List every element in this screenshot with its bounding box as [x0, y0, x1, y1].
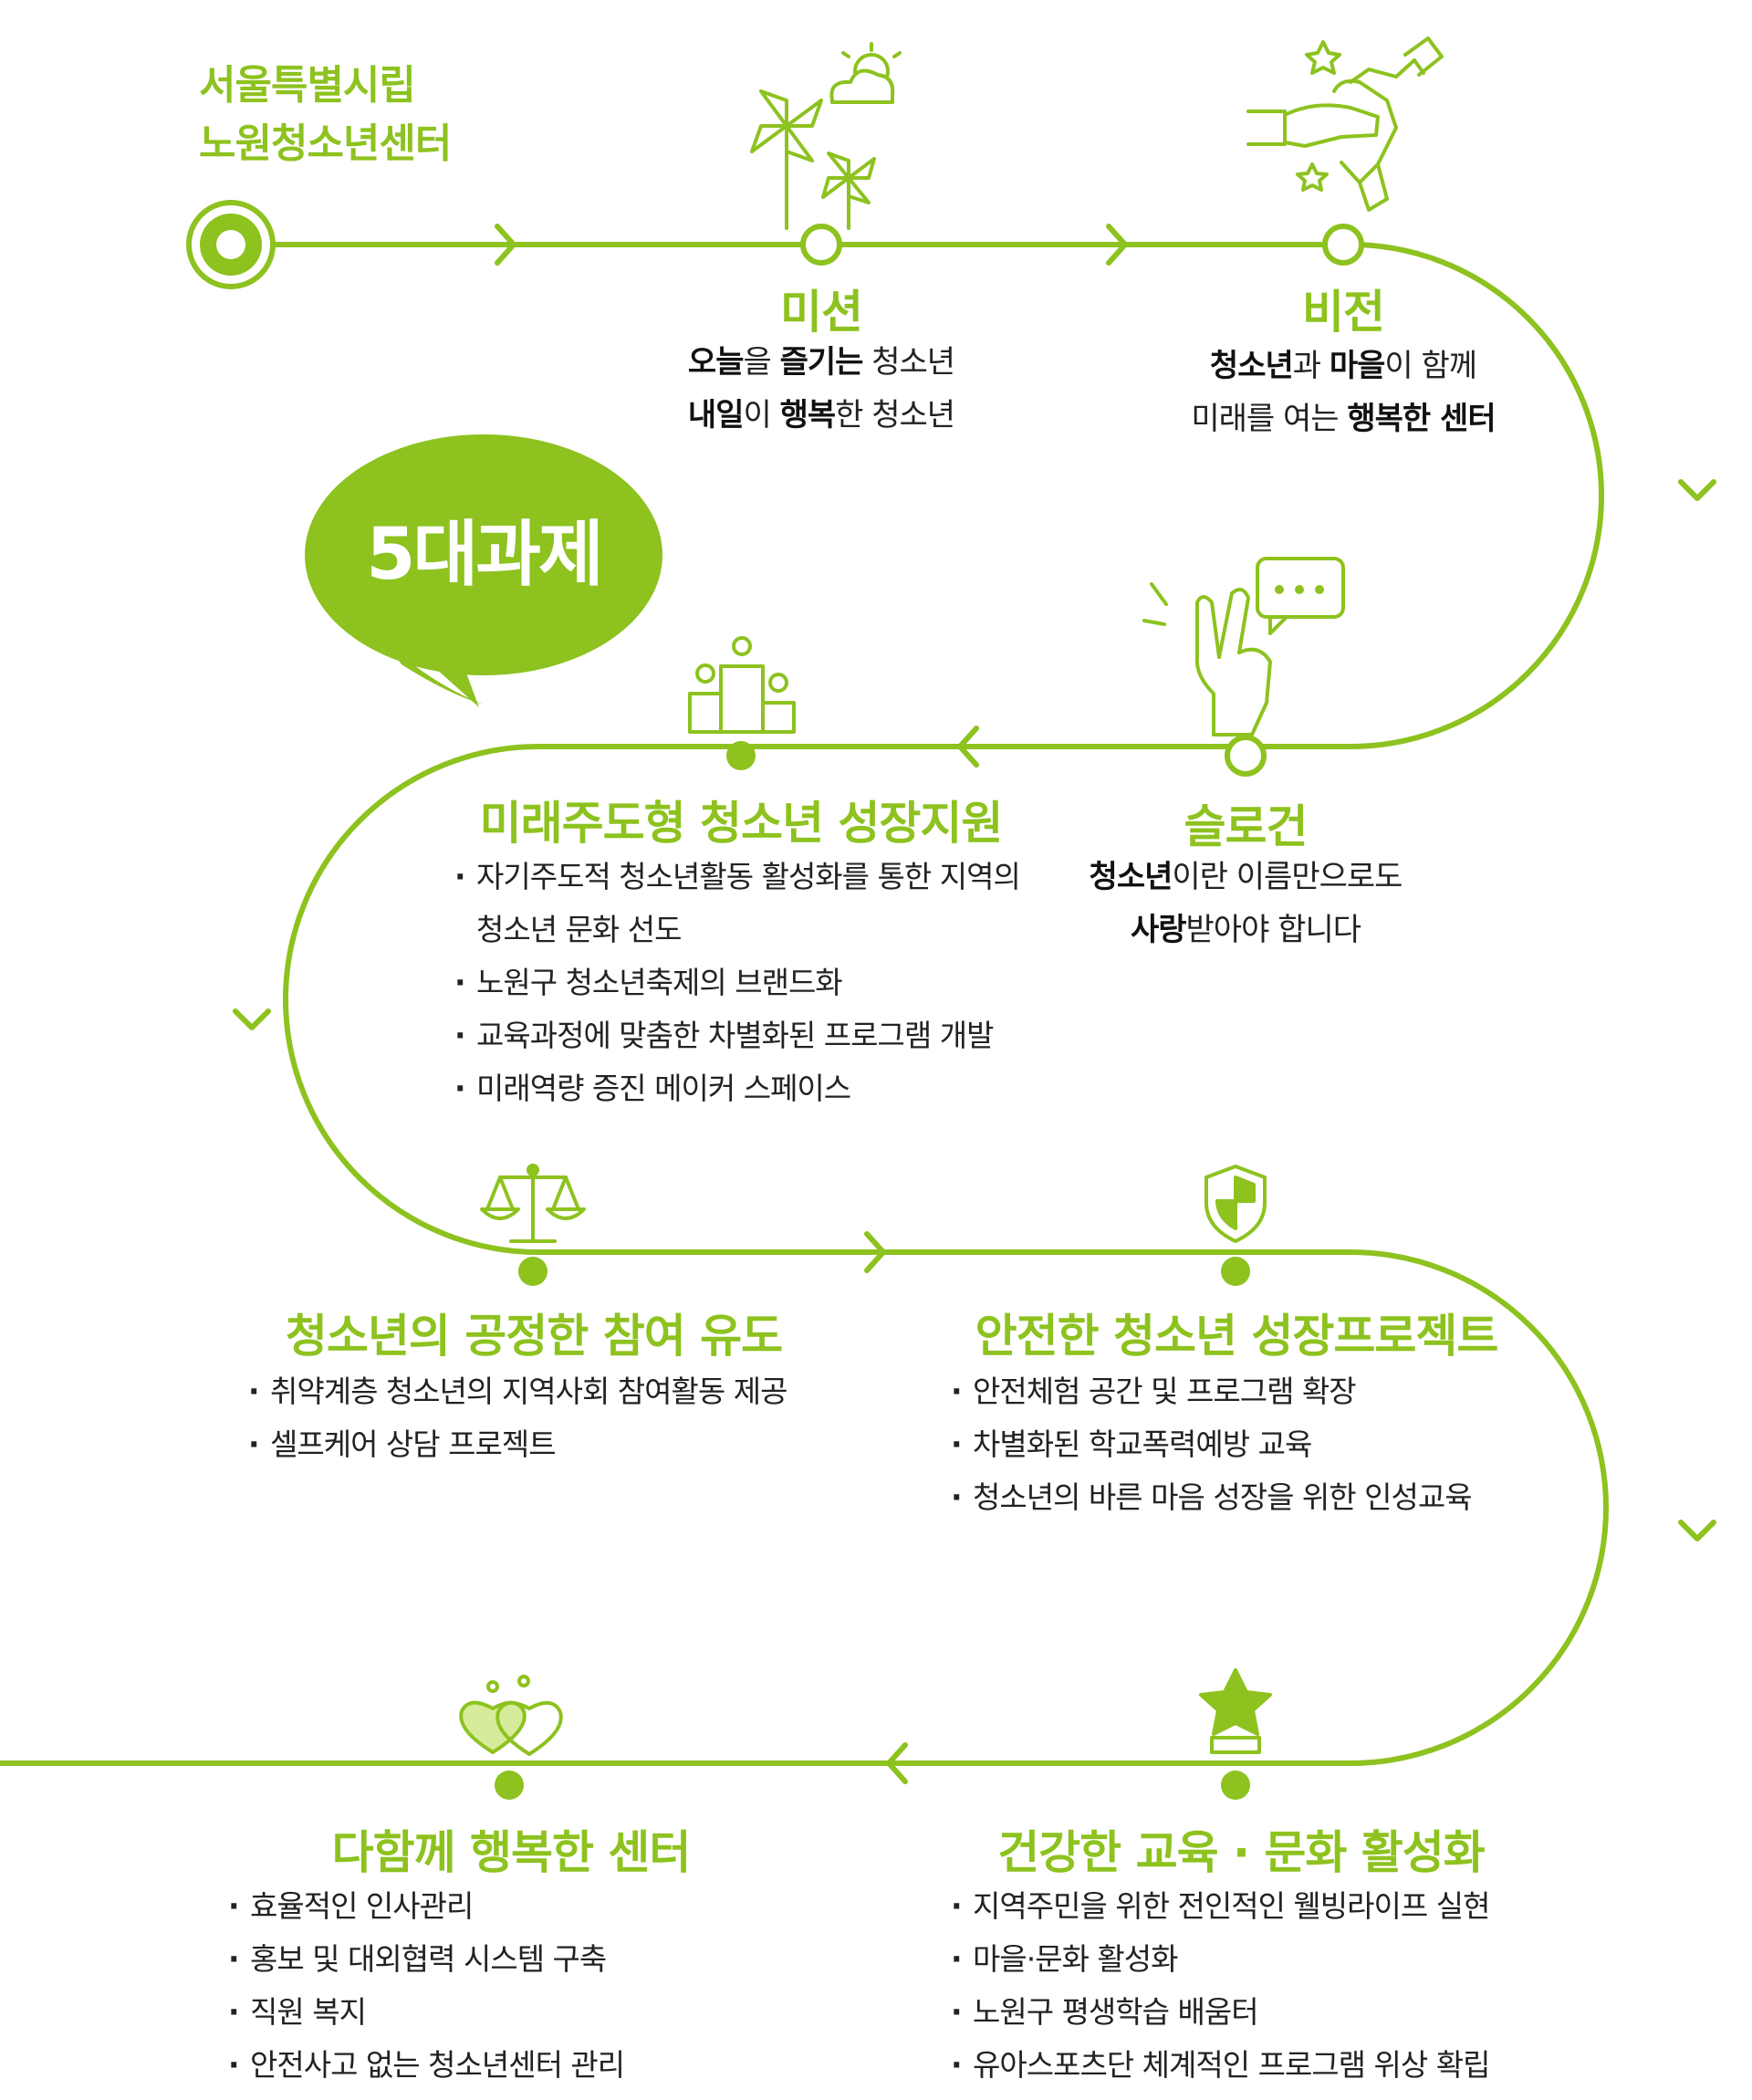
arrow-right-2 — [1106, 224, 1128, 266]
slogan-title: 슬로건 — [1184, 800, 1309, 853]
podium-icon — [688, 636, 796, 734]
start-node — [186, 200, 276, 289]
arrow-right-3 — [864, 1231, 886, 1273]
vision-body: 청소년과 마을이 함께 미래를 여는 행복한 센터 — [1152, 340, 1535, 445]
slogan-body: 청소년이란 이름만으로도 사랑받아야 합니다 — [1063, 851, 1428, 956]
list-item: 노원구 평생학습 배움터 — [949, 1986, 1588, 2039]
together-node — [495, 1771, 524, 1800]
list-item: 노원구 청소년축제의 브랜드화 — [453, 956, 1037, 1009]
joined-hands-icon — [1246, 37, 1444, 212]
list-item: 자기주도적 청소년활동 활성화를 통한 지역의 청소년 문화 선도 — [453, 851, 1037, 956]
organization-name-line2: 노원청소년센터 — [199, 120, 452, 167]
list-item: 홍보 및 대외협력 시스템 구축 — [226, 1933, 737, 1986]
list-item: 취약계층 청소년의 지역사회 참여활동 제공 — [246, 1365, 830, 1418]
health-list: 지역주민을 위한 전인적인 웰빙라이프 실현 마을·문화 활성화 노원구 평생학… — [949, 1880, 1588, 2092]
v-sign-speech-icon — [1142, 557, 1345, 737]
future-list: 자기주도적 청소년활동 활성화를 통한 지역의 청소년 문화 선도 노원구 청소… — [453, 851, 1037, 1115]
shield-icon — [1204, 1165, 1267, 1243]
list-item: 셀프케어 상담 프로젝트 — [246, 1418, 830, 1471]
together-list: 효율적인 인사관리 홍보 및 대외협력 시스템 구축 직원 복지 안전사고 없는… — [226, 1880, 737, 2092]
arrow-down-1 — [1678, 479, 1716, 501]
fair-title: 청소년의 공정한 참여 유도 — [285, 1310, 783, 1363]
organization-name-line1: 서울특별시립 — [199, 62, 416, 109]
list-item: 안전사고 없는 청소년센터 관리 — [226, 2039, 737, 2092]
slogan-node — [1225, 735, 1267, 777]
fair-node — [518, 1257, 548, 1286]
fair-list: 취약계층 청소년의 지역사회 참여활동 제공 셀프케어 상담 프로젝트 — [246, 1365, 830, 1471]
list-item: 지역주민을 위한 전인적인 웰빙라이프 실현 — [949, 1880, 1588, 1933]
pinwheel-sun-icon — [750, 42, 902, 230]
mission-title: 미션 — [780, 286, 863, 339]
list-item: 미래역량 증진 메이커 스페이스 — [453, 1062, 1037, 1115]
five-tasks-label: 5대과제 — [366, 514, 604, 596]
future-node — [726, 741, 756, 770]
safe-title: 안전한 청소년 성장프로젝트 — [975, 1310, 1499, 1363]
together-title: 다함께 행복한 센터 — [331, 1826, 692, 1879]
mission-body: 오늘을 즐기는 청소년 내일이 행복한 청소년 — [639, 336, 1004, 442]
mission-line-2: 내일이 행복한 청소년 — [687, 397, 955, 434]
vision-line-2: 미래를 여는 행복한 센터 — [1191, 401, 1496, 437]
arrow-down-3 — [1678, 1520, 1716, 1541]
vision-title: 비전 — [1302, 286, 1385, 339]
list-item: 차별화된 학교폭력예방 교육 — [949, 1418, 1533, 1471]
vision-line-1: 청소년과 마을이 함께 — [1209, 348, 1477, 384]
future-title: 미래주도형 청소년 성장지원 — [479, 797, 1004, 850]
health-node — [1221, 1771, 1250, 1800]
list-item: 효율적인 인사관리 — [226, 1880, 737, 1933]
star-trophy-icon — [1199, 1668, 1272, 1754]
list-item: 직원 복지 — [226, 1986, 737, 2039]
mission-line-1: 오늘을 즐기는 청소년 — [687, 344, 955, 381]
arrow-left-2 — [886, 1742, 908, 1784]
vision-node — [1322, 224, 1364, 266]
balance-scale-icon — [480, 1164, 586, 1243]
list-item: 청소년의 바른 마음 성장을 위한 인성교육 — [949, 1471, 1533, 1524]
mission-node — [800, 224, 842, 266]
list-item: 교육과정에 맞춤한 차별화된 프로그램 개발 — [453, 1009, 1037, 1062]
five-tasks-bubble — [305, 434, 662, 707]
twin-hearts-icon — [459, 1675, 563, 1756]
slogan-line-1: 청소년이란 이름만으로도 — [1089, 859, 1403, 895]
arrow-right-1 — [495, 224, 516, 266]
safe-node — [1221, 1257, 1250, 1286]
timeline-line — [0, 242, 1609, 1766]
organization-name: 서울특별시립 노원청소년센터 — [199, 57, 509, 173]
list-item: 유아스포츠단 체계적인 프로그램 위상 확립 — [949, 2039, 1588, 2092]
health-title: 건강한 교육 · 문화 활성화 — [997, 1826, 1486, 1879]
list-item: 마을·문화 활성화 — [949, 1933, 1588, 1986]
slogan-line-2: 사랑받아야 합니다 — [1130, 912, 1361, 948]
list-item: 안전체험 공간 및 프로그램 확장 — [949, 1365, 1533, 1418]
arrow-left-1 — [957, 726, 979, 768]
arrow-down-2 — [233, 1008, 271, 1030]
safe-list: 안전체험 공간 및 프로그램 확장 차별화된 학교폭력예방 교육 청소년의 바른… — [949, 1365, 1533, 1524]
